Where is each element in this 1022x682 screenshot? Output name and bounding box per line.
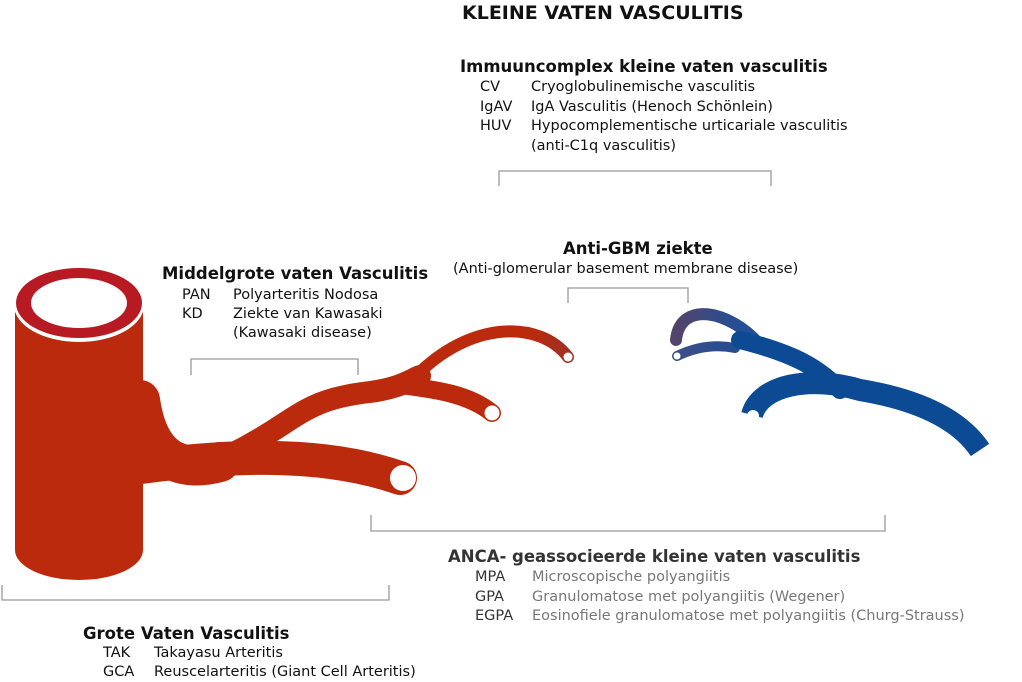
desc: Reuscelarteritis (Giant Cell Arteritis) [154, 664, 416, 680]
section-subtitle: (Anti-glomerular basement membrane disea… [453, 261, 799, 277]
desc: Ziekte van Kawasaki [233, 306, 383, 322]
desc: IgA Vasculitis (Henoch Schönlein) [531, 98, 773, 115]
desc: Cryoglobulinemische vasculitis [531, 79, 756, 95]
section-heading: Grote Vaten Vasculitis [83, 624, 290, 643]
section-heading: ANCA- geassocieerde kleine vaten vasculi… [448, 547, 861, 566]
section-heading: Immuuncomplex kleine vaten vasculitis [460, 57, 828, 76]
desc: Microscopische polyangiitis [532, 569, 731, 585]
diagram-title: KLEINE VATEN VASCULITIS [462, 2, 744, 24]
desc: Hypocomplementische urticariale vasculit… [531, 118, 848, 134]
desc: (anti-C1q vasculitis) [531, 137, 677, 154]
abbr: KD [182, 306, 203, 322]
abbr: PAN [182, 287, 211, 303]
bracket-grote [1, 585, 390, 601]
abbr: MPA [475, 569, 506, 585]
bracket-immuuncomplex [498, 170, 772, 186]
desc: Takayasu Arteritis [154, 645, 283, 661]
abbr: TAK [103, 645, 131, 661]
bracket-anti-gbm [567, 287, 689, 303]
abbr: HUV [480, 118, 512, 134]
abbr: IgAV [480, 98, 513, 115]
abbr: EGPA [475, 608, 514, 624]
desc: Polyarteritis Nodosa [233, 287, 379, 303]
desc: Granulomatose met polyangiitis (Wegener) [532, 588, 846, 605]
red-arteries [103, 325, 574, 495]
desc: (Kawasaki disease) [233, 325, 372, 341]
bracket-anca [370, 515, 886, 532]
abbr: CV [480, 79, 501, 95]
blue-arteries [670, 308, 990, 457]
abbr: GPA [475, 588, 504, 605]
section-heading: Middelgrote vaten Vasculitis [162, 264, 429, 283]
brackets [1, 170, 886, 601]
vessel-openings [390, 352, 759, 491]
aorta-cylinder [14, 268, 144, 580]
abbr: GCA [103, 664, 135, 680]
bracket-middelgrote [190, 358, 359, 375]
desc: Eosinofiele granulomatose met polyangiit… [532, 608, 965, 624]
section-heading: Anti-GBM ziekte [563, 239, 713, 258]
